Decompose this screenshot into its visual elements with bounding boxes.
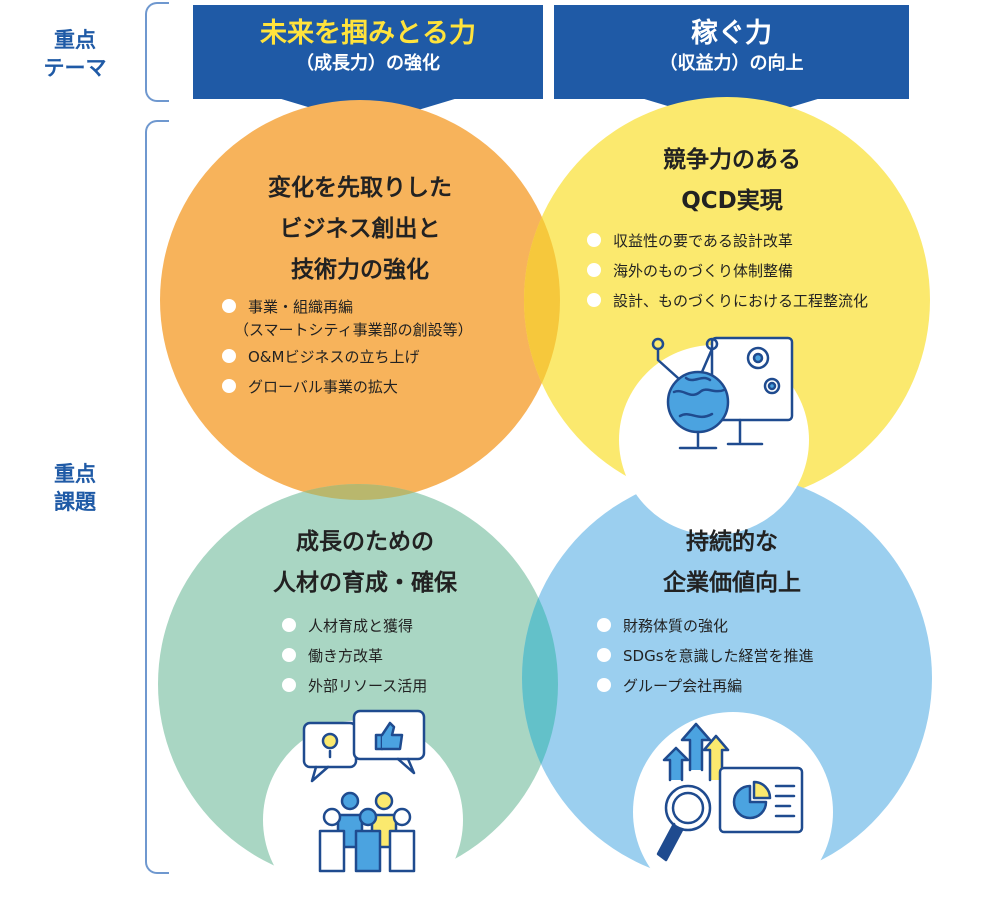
circle-orange xyxy=(160,100,560,500)
list-item: 収益性の要である設計改革 xyxy=(587,226,868,256)
banner-earning-title: 稼ぐ力 xyxy=(691,18,772,49)
globe-gear-monitor-icon xyxy=(651,336,794,450)
theme-label: 重点 テーマ xyxy=(43,28,107,80)
title-line: 持続的な xyxy=(686,529,778,555)
list-item: 海外のものづくり体制整備 xyxy=(587,256,868,286)
title-line: 成長のための xyxy=(296,529,434,555)
list-item: グローバル事業の拡大 xyxy=(222,372,473,402)
list-item: 人材育成と獲得 xyxy=(282,611,427,641)
banner-growth: 未来を掴みとる力 （成長力）の強化 xyxy=(193,5,543,99)
quadrant-growth-title: 変化を先取りした ビジネス創出と 技術力の強化 xyxy=(240,168,480,291)
title-line: 競争力のある xyxy=(663,147,801,173)
circle-blue xyxy=(522,473,932,883)
quadrant-value-title: 持続的な 企業価値向上 xyxy=(612,522,852,604)
list-item: O&Mビジネスの立ち上げ xyxy=(222,342,473,372)
title-line: ビジネス創出と xyxy=(279,216,441,242)
list-item: 外部リソース活用 xyxy=(282,671,427,701)
quadrant-talent-list: 人材育成と獲得 働き方改革 外部リソース活用 xyxy=(282,611,427,701)
title-line: 人材の育成・確保 xyxy=(273,570,457,596)
list-item: 設計、ものづくりにおける工程整流化 xyxy=(587,286,868,316)
quadrant-qcd-list: 収益性の要である設計改革 海外のものづくり体制整備 設計、ものづくりにおける工程… xyxy=(587,226,868,316)
growth-analysis-icon xyxy=(656,722,804,862)
theme-bracket xyxy=(145,2,169,102)
people-ideas-icon xyxy=(302,709,426,873)
list-item: 働き方改革 xyxy=(282,641,427,671)
list-item: SDGsを意識した経営を推進 xyxy=(597,641,814,671)
list-item: 財務体質の強化 xyxy=(597,611,814,641)
banner-earning: 稼ぐ力 （収益力）の向上 xyxy=(554,5,909,99)
banner-growth-title: 未来を掴みとる力 xyxy=(260,18,476,49)
quadrant-qcd-title: 競争力のある QCD実現 xyxy=(612,140,852,222)
quadrant-growth-list: 事業・組織再編（スマートシティ事業部の創設等） O&Mビジネスの立ち上げ グロー… xyxy=(222,292,473,402)
issue-label: 重点 課題 xyxy=(54,462,96,514)
quadrant-value-list: 財務体質の強化 SDGsを意識した経営を推進 グループ会社再編 xyxy=(597,611,814,701)
title-line: QCD実現 xyxy=(681,188,783,214)
circle-green xyxy=(158,484,558,884)
circle-yellow xyxy=(524,97,930,503)
title-line: 企業価値向上 xyxy=(663,570,801,596)
quadrant-talent-title: 成長のための 人材の育成・確保 xyxy=(240,522,490,604)
issue-bracket xyxy=(145,120,169,874)
list-item-sub: （スマートシティ事業部の創設等） xyxy=(234,321,473,339)
banner-earning-subtitle: （収益力）の向上 xyxy=(659,53,804,74)
list-item: グループ会社再編 xyxy=(597,671,814,701)
title-line: 技術力の強化 xyxy=(291,257,429,283)
banner-growth-subtitle: （成長力）の強化 xyxy=(296,53,440,74)
title-line: 変化を先取りした xyxy=(268,175,452,201)
list-item: 事業・組織再編（スマートシティ事業部の創設等） xyxy=(222,292,473,342)
